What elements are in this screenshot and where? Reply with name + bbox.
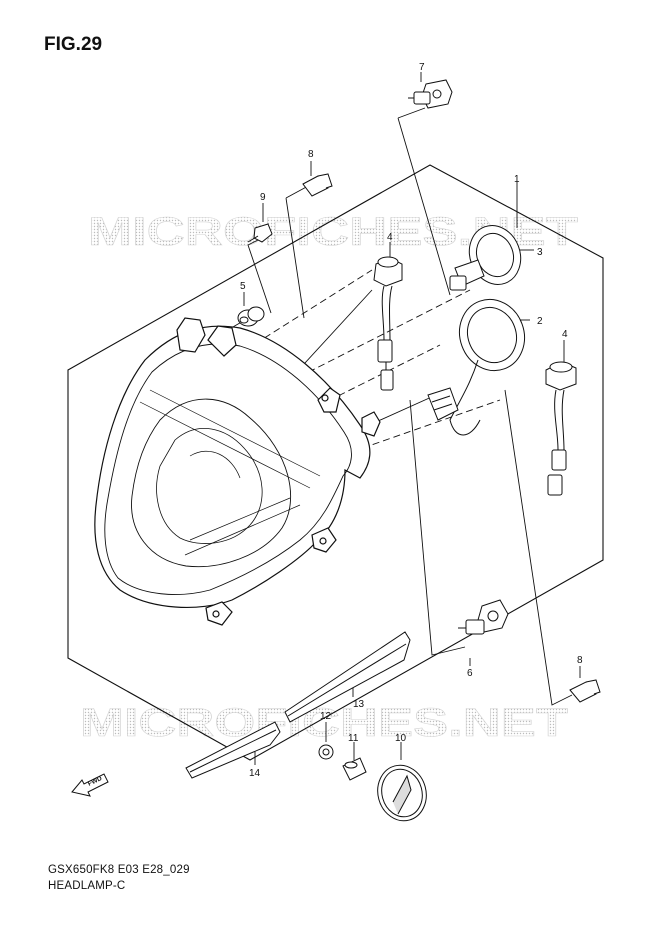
bulb-socket-lower bbox=[427, 298, 525, 436]
cap-cover bbox=[377, 764, 427, 822]
assembly-frame bbox=[67, 164, 604, 761]
callout-13: 13 bbox=[353, 699, 365, 710]
callout-4b: 4 bbox=[562, 329, 568, 340]
callout-6: 6 bbox=[467, 668, 473, 679]
grommet bbox=[237, 306, 265, 327]
callout-12: 12 bbox=[320, 711, 332, 722]
callout-1: 1 bbox=[514, 174, 520, 185]
model-code: GSX650FK8 E03 E28_029 bbox=[48, 864, 190, 876]
callout-5: 5 bbox=[240, 281, 246, 292]
bulb-socket-upper bbox=[449, 225, 522, 291]
figure-title: FIG.29 bbox=[44, 34, 103, 55]
spacer bbox=[342, 757, 367, 781]
headlamp-bulb-lower bbox=[458, 599, 509, 635]
headlamp-housing bbox=[94, 317, 381, 626]
callout-8b: 8 bbox=[577, 655, 583, 666]
screw bbox=[247, 223, 273, 243]
callout-9: 9 bbox=[260, 192, 266, 203]
callout-3: 3 bbox=[537, 247, 543, 258]
callout-8a: 8 bbox=[308, 149, 314, 160]
callout-11: 11 bbox=[348, 733, 359, 744]
left-trim-strip bbox=[185, 721, 281, 779]
callout-7: 7 bbox=[419, 62, 425, 73]
callout-2: 2 bbox=[537, 316, 543, 327]
section-name: HEADLAMP-C bbox=[48, 880, 126, 892]
callout-14: 14 bbox=[249, 768, 261, 779]
callout-4a: 4 bbox=[387, 232, 393, 243]
forward-arrow-icon: FWD bbox=[71, 773, 109, 797]
position-bulb-top bbox=[302, 173, 333, 197]
watermark-bottom: MICROFICHES.NET bbox=[80, 701, 568, 745]
headlamp-bulb-top bbox=[408, 79, 453, 109]
socket-harness-left bbox=[373, 256, 403, 391]
callout-labels: 1 2 3 4 4 5 6 7 8 8 9 10 11 12 13 14 bbox=[240, 62, 583, 779]
lower-trim-strip bbox=[284, 631, 411, 723]
washer bbox=[318, 744, 334, 760]
position-bulb-lower bbox=[569, 679, 601, 703]
socket-harness-right bbox=[545, 361, 577, 496]
callout-10: 10 bbox=[395, 733, 407, 744]
